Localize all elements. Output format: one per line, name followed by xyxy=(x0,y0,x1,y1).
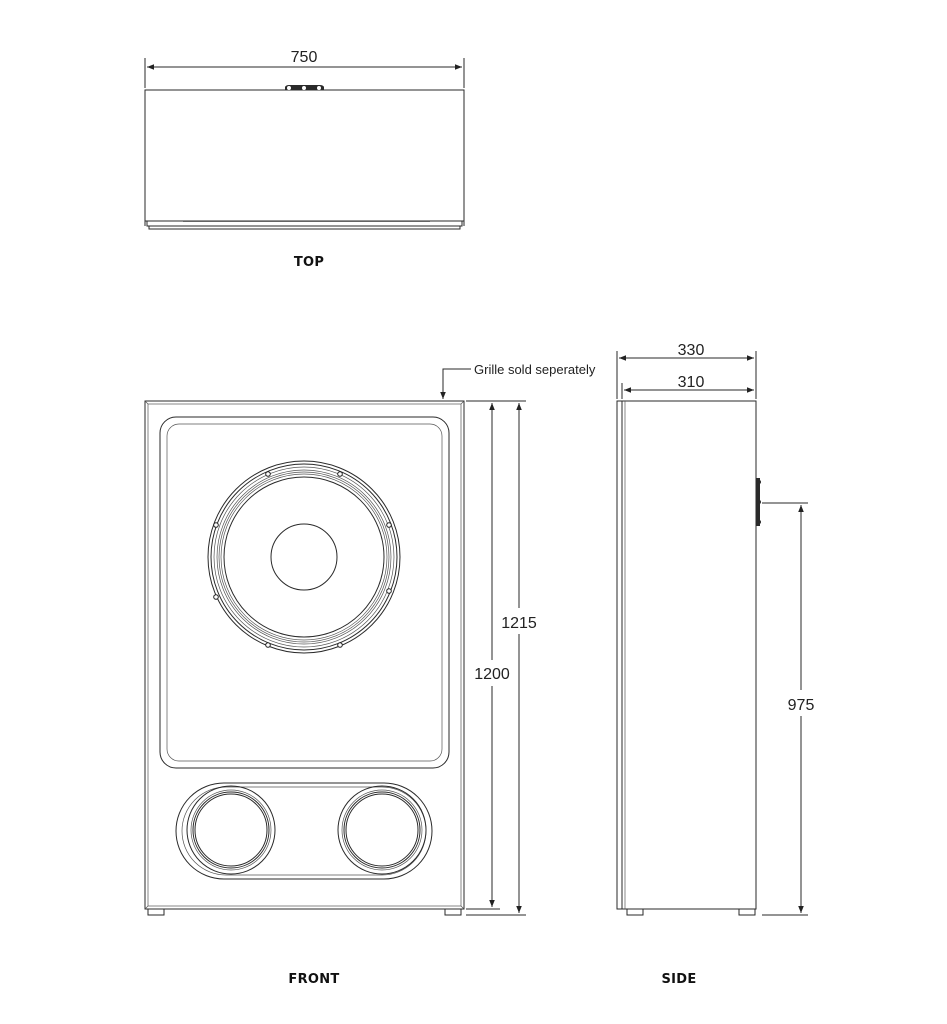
top-view: 750 TOP xyxy=(144,49,465,270)
top-view-label: TOP xyxy=(294,255,324,270)
side-depth-330-label: 330 xyxy=(678,342,705,359)
side-cabinet-outline xyxy=(621,400,757,910)
woofer-screws xyxy=(213,471,392,648)
side-height-975-dimension: 975 xyxy=(762,502,815,916)
front-view-label: FRONT xyxy=(288,972,339,987)
port-panel xyxy=(175,782,433,880)
top-width-dimension: 750 xyxy=(144,49,465,88)
front-height-1200-label: 1200 xyxy=(474,666,510,683)
front-foot-right xyxy=(444,908,462,916)
side-depth-310-label: 310 xyxy=(678,374,705,391)
side-grille-edge xyxy=(616,400,623,910)
woofer-dust-cap xyxy=(270,523,338,591)
front-height-1215-dimension: 1215 xyxy=(466,400,537,916)
side-view-label: SIDE xyxy=(661,972,696,987)
front-height-1215-label: 1215 xyxy=(501,615,537,632)
front-foot-left xyxy=(147,908,165,916)
top-cabinet-outline xyxy=(144,89,465,222)
top-width-label: 750 xyxy=(291,49,318,66)
woofer xyxy=(207,460,401,654)
grille-callout: Grille sold seperately xyxy=(440,362,596,399)
front-cabinet-outline xyxy=(144,400,465,910)
side-foot-front xyxy=(626,908,644,916)
grille-note: Grille sold seperately xyxy=(474,362,596,377)
side-depth-310-dimension: 310 xyxy=(621,374,754,399)
front-view: Grille sold seperately 1200 1215 FRONT xyxy=(144,362,596,987)
side-view: 330 310 975 SIDE xyxy=(616,342,815,987)
side-connectors xyxy=(756,478,761,526)
side-height-975-label: 975 xyxy=(788,697,815,714)
bass-port-left xyxy=(186,785,276,875)
bass-port-right xyxy=(337,785,427,875)
side-foot-back xyxy=(738,908,756,916)
front-height-1200-dimension: 1200 xyxy=(466,400,510,910)
top-connectors xyxy=(285,85,324,90)
side-depth-330-dimension: 330 xyxy=(616,342,757,399)
grille-panel xyxy=(159,416,450,769)
